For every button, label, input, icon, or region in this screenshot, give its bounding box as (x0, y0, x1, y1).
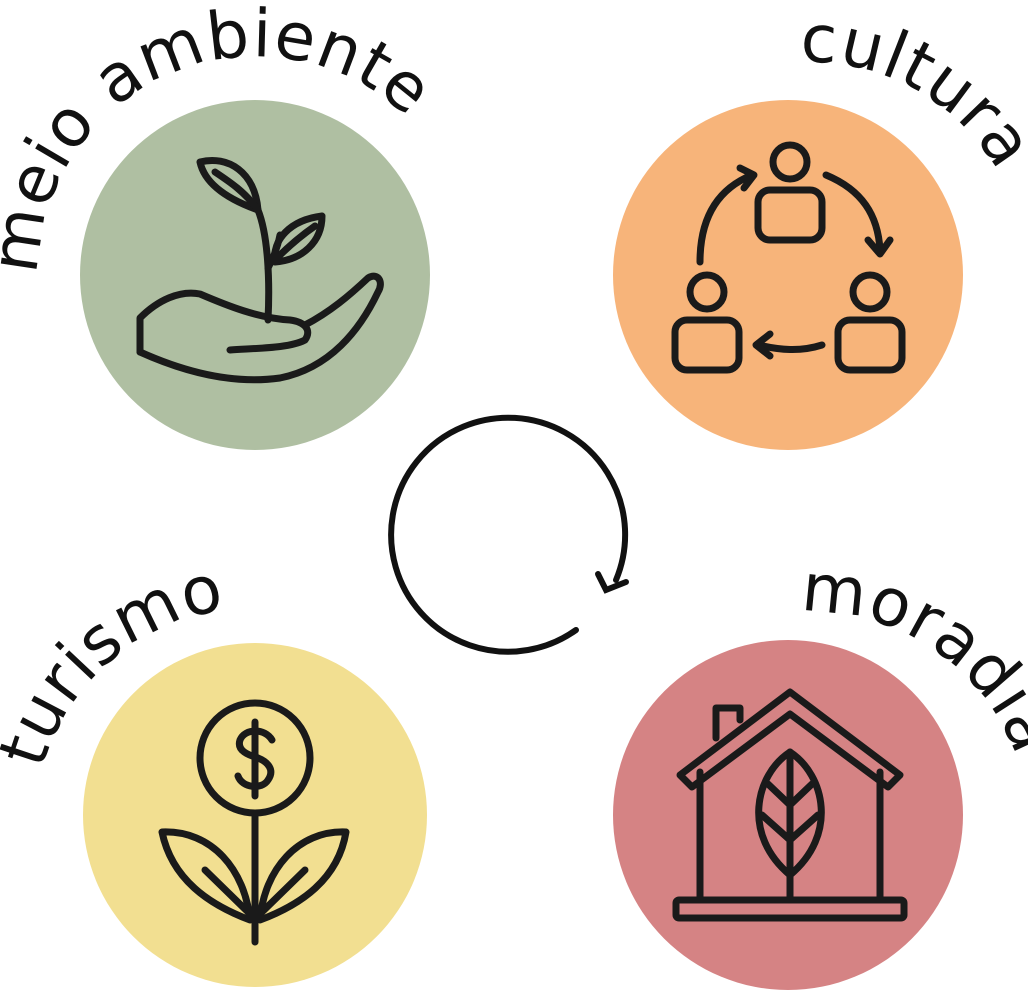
house-leaf-icon (672, 688, 908, 922)
money-plant-icon (158, 699, 350, 946)
hand-sprout-icon (136, 157, 384, 384)
people-cycle-icon (671, 141, 906, 374)
node-meio-ambiente: meio ambiente (0, 0, 446, 450)
node-cultura: cultura (613, 0, 1028, 450)
circular-arrow-icon (388, 414, 629, 655)
cultura-circle (613, 100, 963, 450)
node-turismo: turismo (0, 549, 427, 987)
node-moradia: moradia (613, 549, 1028, 990)
